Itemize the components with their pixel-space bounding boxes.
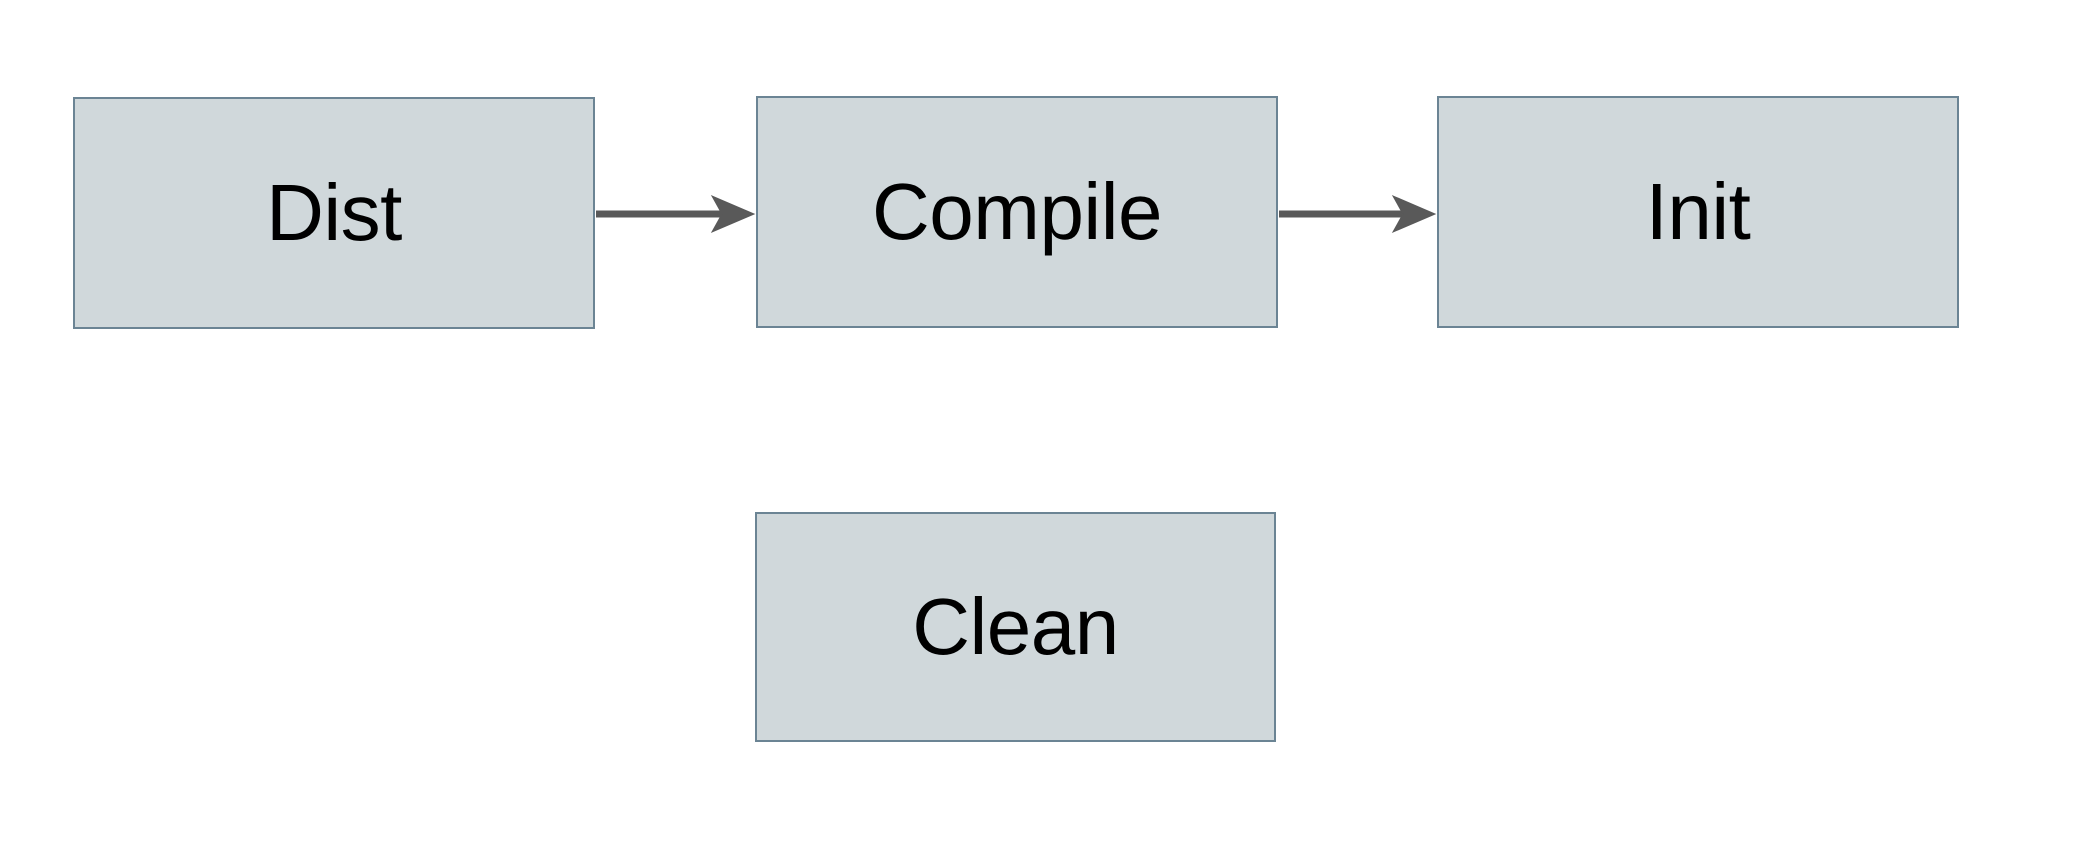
node-compile[interactable]: Compile [756,96,1278,328]
node-clean[interactable]: Clean [755,512,1276,742]
node-init[interactable]: Init [1437,96,1959,328]
node-label-init: Init [1645,167,1751,256]
node-label-compile: Compile [872,167,1162,256]
edge-compile-to-init[interactable] [1279,194,1437,234]
node-label-clean: Clean [912,582,1119,671]
node-label-dist: Dist [266,168,402,257]
edge-dist-to-compile[interactable] [596,194,756,234]
node-dist[interactable]: Dist [73,97,595,329]
